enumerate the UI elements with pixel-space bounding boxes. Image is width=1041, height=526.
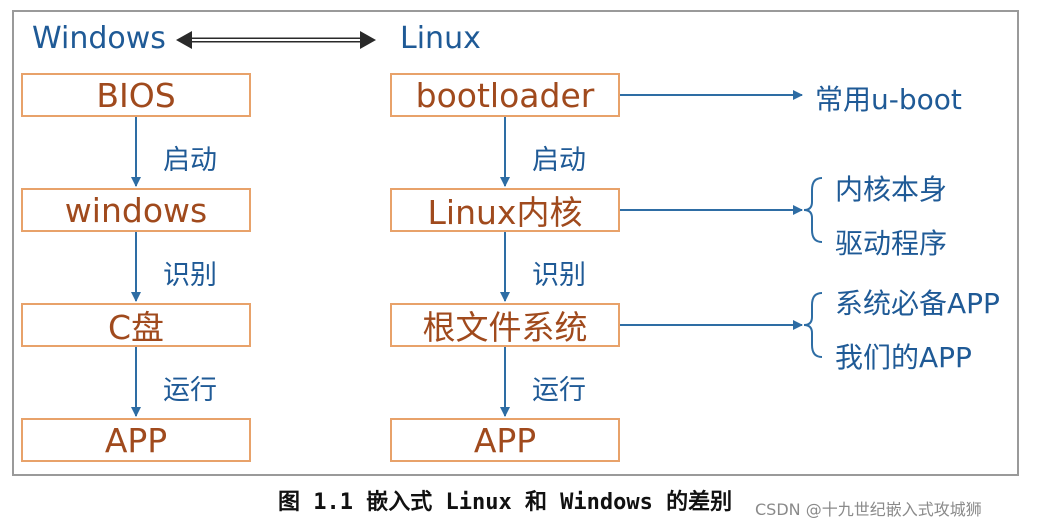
brace-rootfs-notes xyxy=(803,292,823,358)
linux-header: Linux xyxy=(400,21,481,56)
watermark: CSDN @十九世纪嵌入式攻城狮 xyxy=(755,500,982,519)
windows-header: Windows xyxy=(32,21,166,56)
note-uboot: 常用u-boot xyxy=(815,83,962,116)
linux-step-label-recognize: 识别 xyxy=(532,260,586,291)
note-system-apps: 系统必备APP xyxy=(835,287,1000,320)
figure-caption: 图 1.1 嵌入式 Linux 和 Windows 的差别 xyxy=(278,490,733,515)
linux-step-label-boot: 启动 xyxy=(532,145,586,176)
windows-step-label-boot: 启动 xyxy=(163,145,217,176)
linux-box-bootloader: bootloader xyxy=(390,73,620,117)
windows-box-app: APP xyxy=(21,418,251,462)
windows-box-c-drive: C盘 xyxy=(21,303,251,347)
linux-box-kernel: Linux内核 xyxy=(390,188,620,232)
windows-box-windows: windows xyxy=(21,188,251,232)
linux-step-label-run: 运行 xyxy=(532,375,586,406)
brace-kernel-notes xyxy=(803,177,823,243)
linux-box-app: APP xyxy=(390,418,620,462)
windows-step-label-run: 运行 xyxy=(163,375,217,406)
note-drivers: 驱动程序 xyxy=(835,227,948,260)
double-arrow-icon xyxy=(176,31,376,49)
windows-step-label-recognize: 识别 xyxy=(163,260,217,291)
note-our-apps: 我们的APP xyxy=(835,341,972,374)
windows-box-bios: BIOS xyxy=(21,73,251,117)
note-kernel-itself: 内核本身 xyxy=(835,173,948,206)
linux-box-rootfs: 根文件系统 xyxy=(390,303,620,347)
